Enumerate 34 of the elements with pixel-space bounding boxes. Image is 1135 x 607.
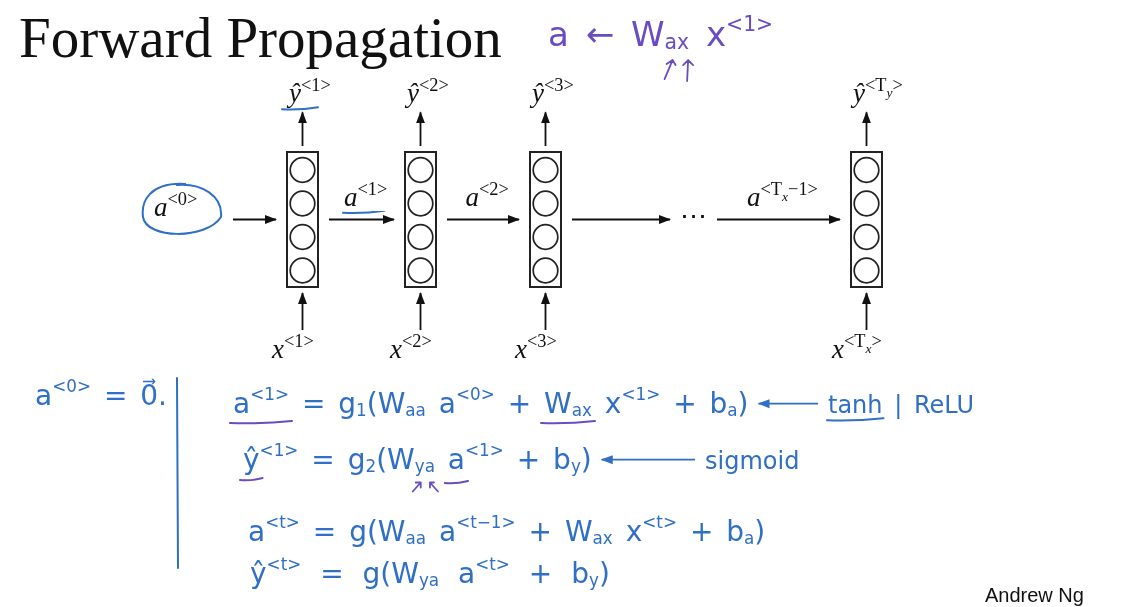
arrow [541, 292, 550, 331]
output-label: ŷ$^{<1>}$ [289, 79, 331, 108]
arrow [298, 111, 307, 147]
input-label: x$^{<2>}$ [390, 335, 432, 364]
arrow [232, 215, 277, 224]
activation-label: a$^{<0>}$ [154, 193, 198, 222]
arrow [416, 111, 425, 147]
arrow [416, 292, 425, 331]
input-label: x$^{<1>}$ [272, 335, 314, 364]
arrow [862, 111, 871, 147]
equation-text: a$^{<1>}$ = g$_{1}$(W$_{aa}$ a$^{<0>}$ + W$_{ax}$ x$^{<1>}$ + b$_{a}$) [233, 389, 749, 419]
edge-label: a$^{<1>}$ [344, 182, 388, 211]
annotation-text: a ← W$_{ax}$ x$^{<1>}$ [548, 17, 774, 53]
arrow [298, 292, 307, 331]
arrow [446, 215, 520, 224]
note-text: tanh | ReLU [828, 393, 974, 419]
ellipsis-text: ⋯ [680, 202, 707, 231]
output-label: ŷ$^{<3>}$ [532, 79, 574, 108]
input-label: x$^{<3>}$ [515, 335, 557, 364]
equation-text: a$^{<t>}$ = g(W$_{aa}$ a$^{<t−1>}$ + W$_{ax}$ x$^{<t>}$ + b$_{a}$) [248, 517, 766, 547]
equation-text: ŷ$^{<1>}$ = g$_{2}$(W$_{ya}$ a$^{<1>}$ + b$_{y}$) [243, 445, 592, 475]
arrow [716, 215, 841, 224]
arrow [328, 215, 395, 224]
arrow [571, 215, 671, 224]
note-text: sigmoid [705, 449, 800, 475]
output-label: ŷ$^{<2>}$ [407, 79, 449, 108]
author-name: Andrew Ng [985, 585, 1084, 606]
arrow [541, 111, 550, 147]
slide-title: Forward Propagation [19, 8, 502, 68]
arrow [862, 292, 871, 331]
equation-text: ŷ$^{<t>}$ = g(W$_{ya}$ a$^{<t>}$ + b$_{y}$) [250, 559, 610, 589]
arrow [757, 399, 819, 409]
arrow [600, 455, 696, 465]
equation-text: a$^{<0>}$ = 0⃗. [35, 381, 167, 411]
